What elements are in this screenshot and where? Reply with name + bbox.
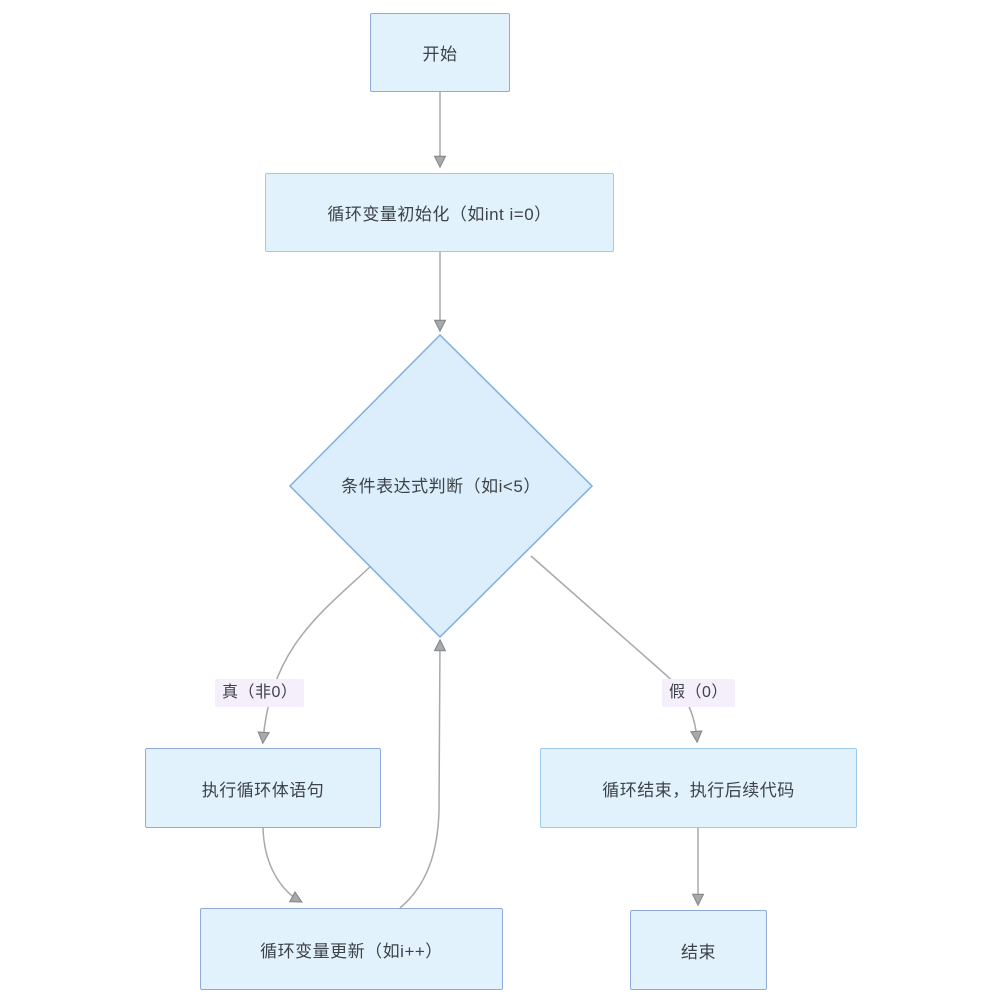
node-init-label: 循环变量初始化（如int i=0） bbox=[327, 205, 552, 224]
node-update-label: 循环变量更新（如i++） bbox=[260, 941, 443, 961]
edge-condition-to-body bbox=[263, 565, 372, 741]
edge-body-to-update bbox=[262, 827, 300, 901]
node-end: 结束 bbox=[630, 910, 767, 990]
edge-label-true: 真（非0） bbox=[215, 679, 305, 707]
edge-condition-to-exit bbox=[530, 555, 697, 740]
node-exit: 循环结束，执行后续代码 bbox=[540, 748, 857, 828]
edge-update-to-condition bbox=[399, 642, 440, 909]
decision-diamond-shape bbox=[288, 333, 594, 639]
node-condition-label: 条件表达式判断（如i<5） bbox=[341, 477, 541, 496]
edge-label-false: 假（0） bbox=[662, 679, 735, 707]
node-body: 执行循环体语句 bbox=[145, 748, 381, 828]
node-start: 开始 bbox=[370, 13, 510, 92]
node-start-label: 开始 bbox=[422, 45, 458, 64]
node-body-label: 执行循环体语句 bbox=[201, 780, 325, 800]
node-init: 循环变量初始化（如int i=0） bbox=[265, 173, 614, 252]
node-update: 循环变量更新（如i++） bbox=[200, 908, 503, 990]
node-exit-label: 循环结束，执行后续代码 bbox=[602, 780, 795, 800]
node-end-label: 结束 bbox=[681, 942, 716, 962]
